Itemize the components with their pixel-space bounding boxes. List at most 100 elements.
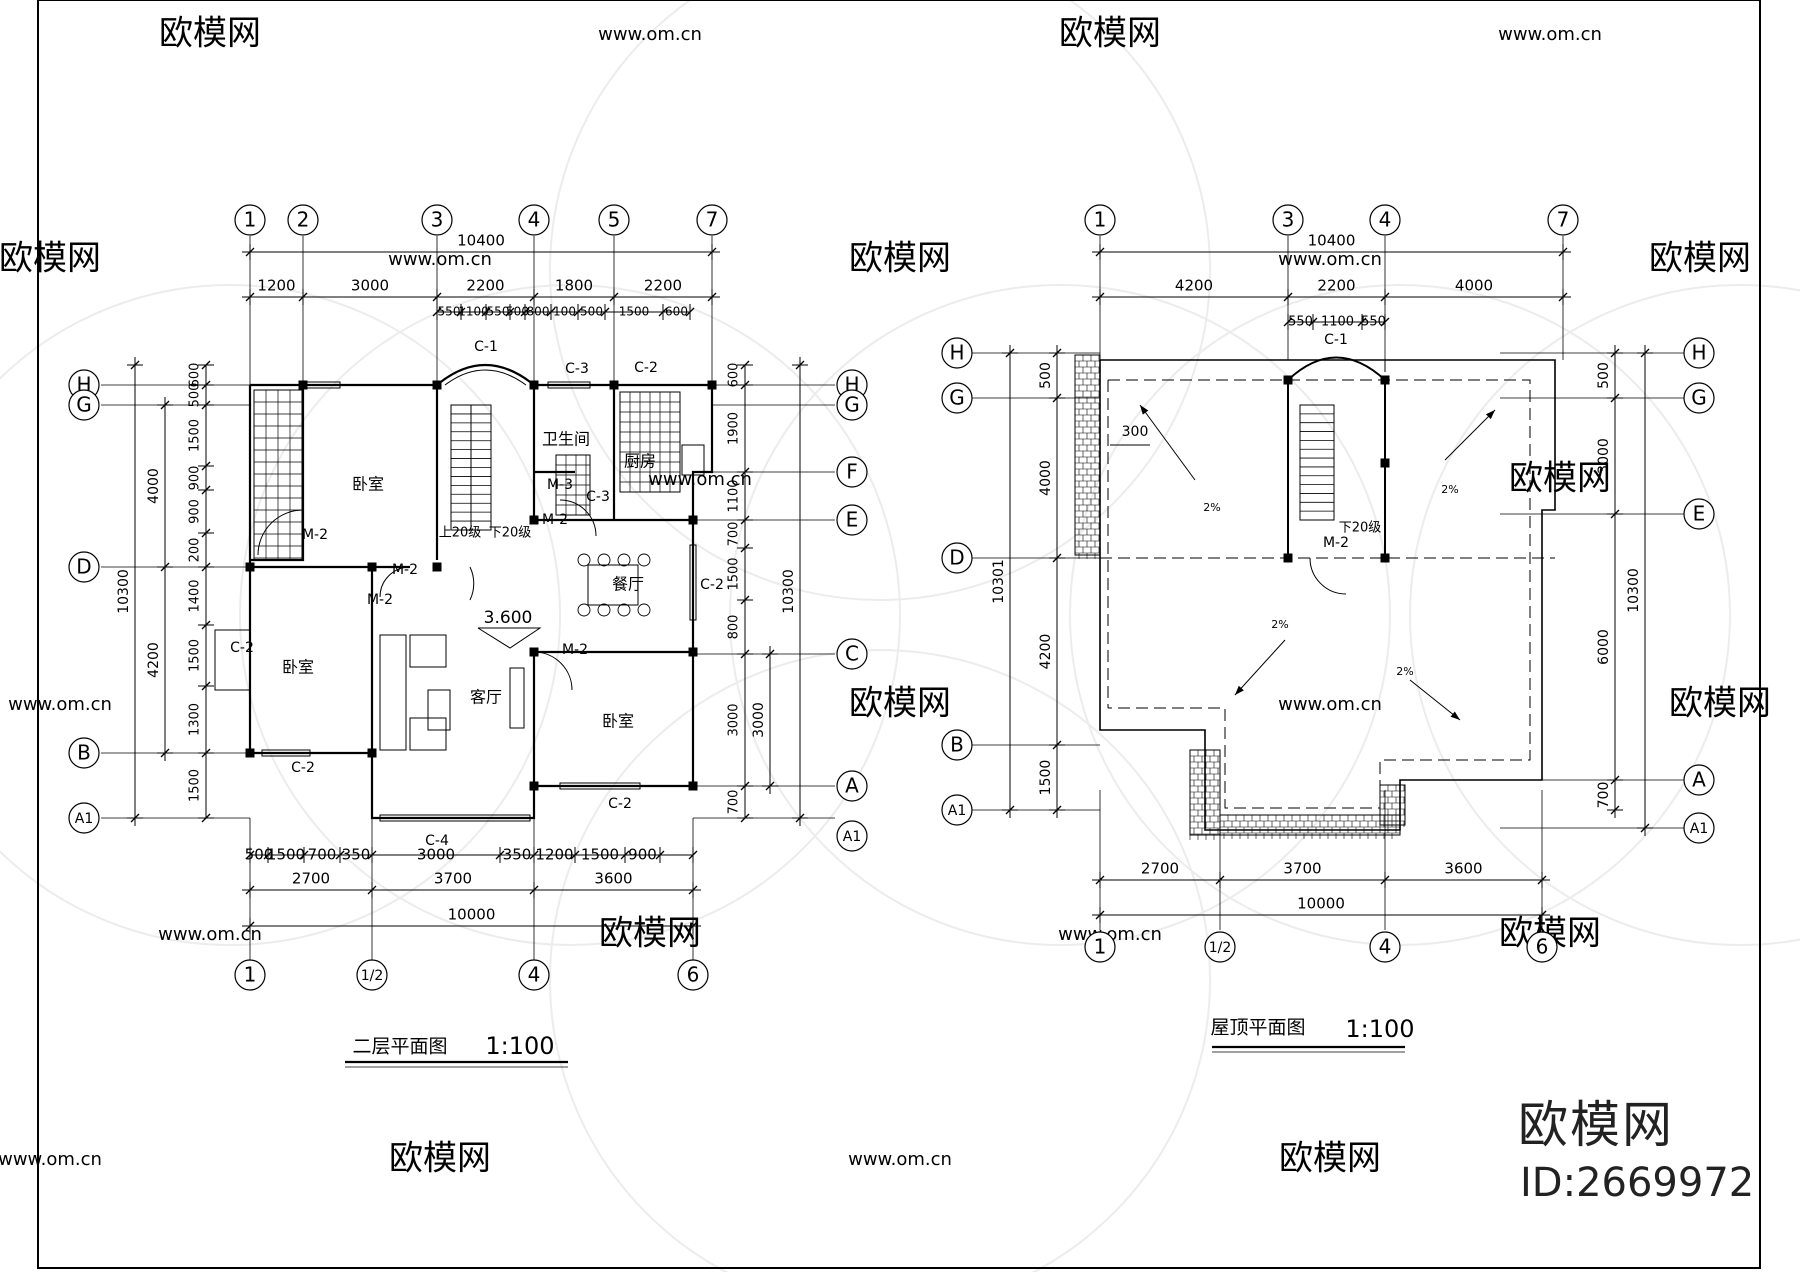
watermark-arc	[0, 284, 561, 946]
window	[304, 381, 341, 389]
axis-bubble-left-label: D	[76, 555, 91, 579]
dim-bottom1-text: 700	[308, 846, 337, 864]
dim-tick	[1610, 348, 1620, 358]
dim-tick	[740, 595, 750, 605]
dim-tick	[1640, 348, 1650, 358]
dim-top2-text: 600	[665, 305, 688, 319]
dim-bottom1-text: 350	[342, 846, 371, 864]
dim-tick	[1095, 247, 1105, 257]
axis-bubble-left	[941, 337, 973, 369]
axis-bubble-bottom-label: 1	[1094, 935, 1107, 959]
dim-tick	[688, 850, 698, 860]
dim-tick	[201, 562, 211, 572]
slope-arrow-head	[1450, 711, 1460, 720]
dim-total-top-text: 10400	[1308, 232, 1356, 250]
dim-tick	[1095, 292, 1105, 302]
dim-tick	[1380, 875, 1390, 885]
axis-bubble-top-label: 7	[1557, 208, 1570, 232]
dim-tick	[1357, 317, 1367, 327]
dim-tick	[765, 649, 775, 659]
dim-tick	[130, 360, 140, 370]
dim-tick	[505, 307, 515, 317]
dim-top-text: 4200	[1175, 277, 1213, 295]
dim-tick	[740, 813, 750, 823]
dim-tick	[570, 850, 580, 860]
dim-left2-text: 4200	[146, 642, 162, 678]
column	[245, 748, 255, 758]
sheet-border	[37, 0, 1761, 1269]
axis-bubble-top	[1084, 204, 1116, 236]
axis-bubble-bottom-label: 6	[687, 963, 700, 987]
dim-left-text: 1500	[188, 639, 203, 672]
offset-dim: 300	[1122, 424, 1149, 440]
dim-tick	[1537, 910, 1547, 920]
kitchen-tile	[619, 391, 681, 493]
room-name: 厨房	[624, 452, 656, 471]
watermark-text: 欧模网	[0, 239, 101, 279]
dim-tick	[201, 528, 211, 538]
axis-bubble-bottom	[1204, 931, 1236, 963]
axis-bubble-top	[1272, 204, 1304, 236]
dim-tick	[1308, 317, 1318, 327]
hatch-frame	[619, 391, 681, 493]
axis-bubble-left-label: B	[950, 733, 964, 757]
column	[1380, 375, 1390, 385]
dim-tick	[1052, 553, 1062, 563]
dim-tick	[245, 292, 255, 302]
sofa	[379, 634, 407, 751]
watermark-text: www.om.cn	[1498, 24, 1602, 45]
watermark-text: 欧模网	[849, 239, 951, 279]
dining-chair	[617, 553, 631, 567]
axis-bubble-right-label: C	[845, 642, 859, 666]
dim-tick	[655, 850, 665, 860]
dim-top-text: 2200	[1317, 277, 1355, 295]
axis-bubble-top	[518, 204, 550, 236]
column	[298, 380, 308, 390]
axis-bubble-bottom	[356, 959, 388, 991]
element-tag: M-2	[1323, 535, 1349, 551]
element-tag: M-2	[392, 562, 418, 578]
dim-left-text: 1500	[188, 769, 203, 802]
dim-right-text: 1500	[727, 557, 742, 590]
tv-cabinet	[509, 667, 525, 729]
column	[688, 515, 698, 525]
dining-chair	[637, 553, 651, 567]
dim-left-total-text: 10301	[991, 559, 1007, 604]
dim-tick	[707, 247, 717, 257]
axis-bubble-top	[287, 204, 319, 236]
watermark-arc	[1409, 284, 1800, 946]
dim-top2-text: 100	[553, 305, 576, 319]
dim-left-text: 1400	[188, 579, 203, 612]
axis-bubble-left	[68, 389, 100, 421]
dim-tick	[520, 307, 530, 317]
dining-chair	[637, 603, 651, 617]
dining-chair	[617, 603, 631, 617]
dim-bottom1-text: 1500	[267, 846, 305, 864]
column	[432, 380, 442, 390]
door-swing	[559, 499, 597, 537]
dim-tick	[1052, 393, 1062, 403]
dim-bottom1-text: 3000	[417, 846, 455, 864]
column	[529, 781, 539, 791]
column	[1380, 553, 1390, 563]
watermark-text: www.om.cn	[0, 1149, 102, 1170]
dim-tick	[1380, 317, 1390, 327]
column	[245, 562, 255, 572]
plan-scale-roof: 1:100	[1345, 1015, 1414, 1043]
dim-bottom1-text: 1500	[581, 846, 619, 864]
axis-bubble-bottom	[234, 959, 266, 991]
dim-right-text: 800	[727, 615, 742, 640]
dining-table	[587, 564, 639, 606]
dim-tick	[201, 360, 211, 370]
dim-bottom2-text: 2700	[292, 870, 330, 888]
dim-tick	[1283, 292, 1293, 302]
dim-top-text: 2200	[466, 277, 504, 295]
slope-text: 2%	[1271, 618, 1288, 631]
axis-bubble-right-label: E	[1693, 502, 1706, 526]
column	[707, 380, 717, 390]
axis-bubble-right-label: A1	[1690, 821, 1708, 837]
hatch-frame	[253, 389, 303, 561]
watermark-text: www.om.cn	[8, 694, 112, 715]
column	[367, 748, 377, 758]
